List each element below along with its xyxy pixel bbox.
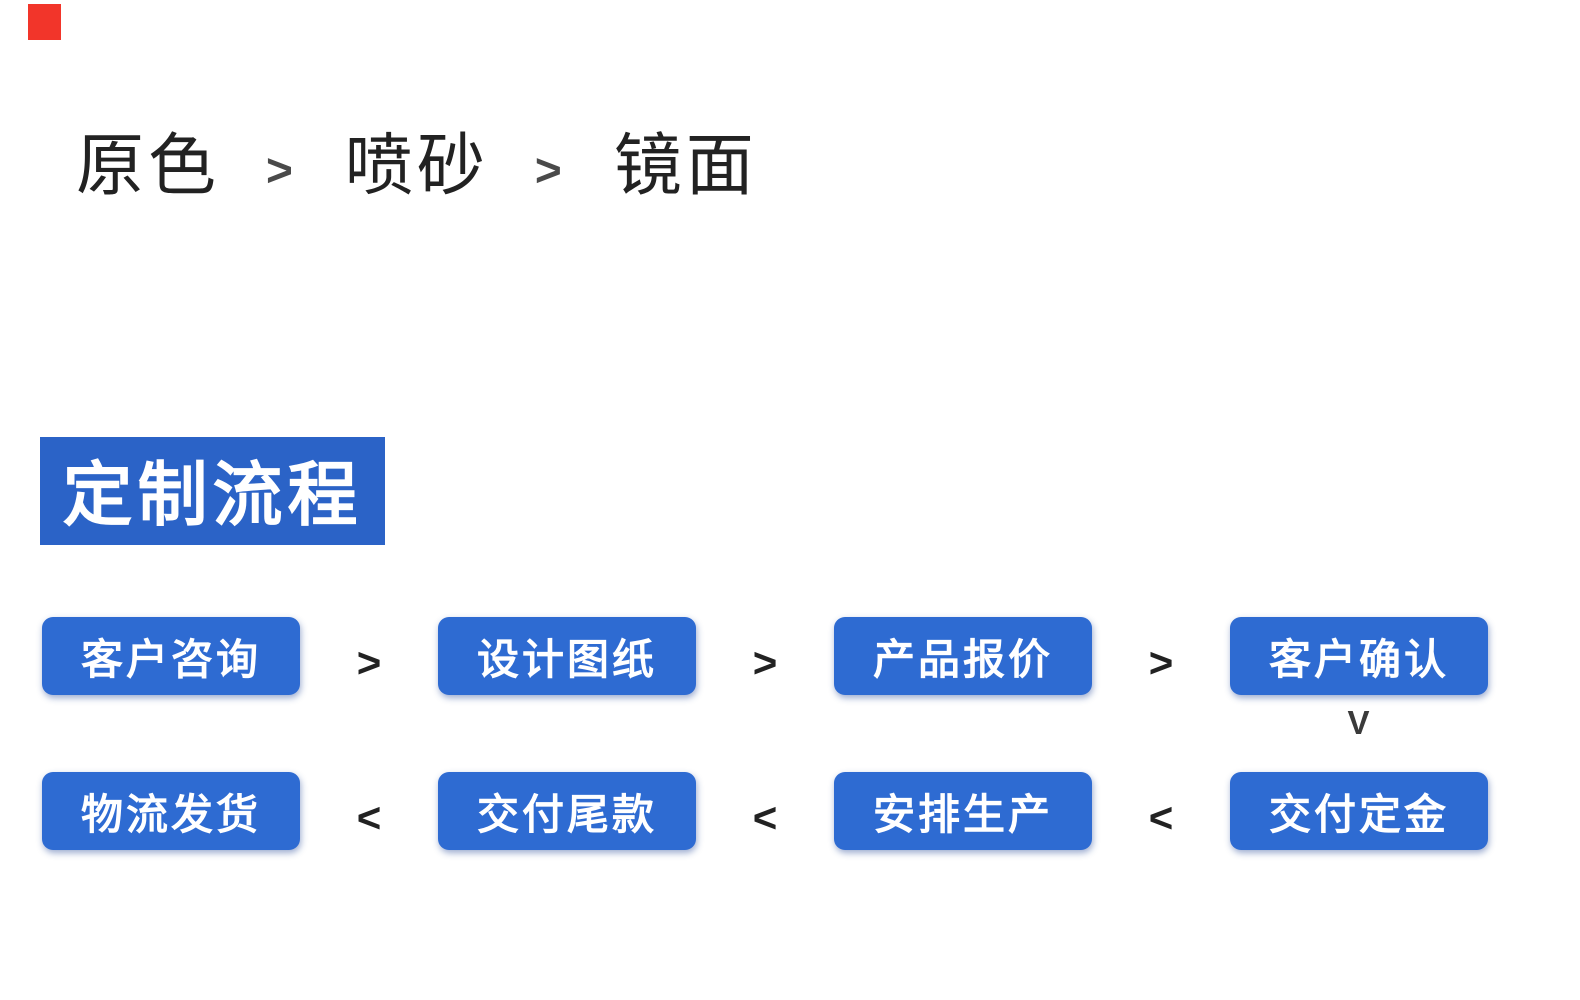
red-marker xyxy=(28,4,61,40)
arrow-left-icon: < xyxy=(1148,794,1174,841)
step-label: 产品报价 xyxy=(872,635,1053,683)
step-product-quote: 产品报价 xyxy=(834,617,1092,695)
flow-row-2: 物流发货 < 交付尾款 < 安排生产 < 交付定金 xyxy=(42,772,1488,850)
arrow-right-icon: > xyxy=(752,639,778,686)
section-banner-custom-process: 定制流程 xyxy=(40,437,385,545)
step-label: 客户咨询 xyxy=(80,635,261,683)
arrow-down-icon: V xyxy=(1347,704,1371,741)
section-title: 定制流程 xyxy=(62,455,363,534)
arrow-left-icon: < xyxy=(356,794,382,841)
finish-option-sandblast: 喷砂 xyxy=(344,128,489,204)
step-label: 交付尾款 xyxy=(476,790,657,838)
step-label: 安排生产 xyxy=(872,790,1053,838)
step-design-drawing: 设计图纸 xyxy=(438,617,696,695)
finish-options-bar: 原色 > 喷砂 > 镜面 xyxy=(76,126,758,208)
step-logistics-ship: 物流发货 xyxy=(42,772,300,850)
arrow-right-icon: > xyxy=(534,143,562,196)
finish-option-mirror: 镜面 xyxy=(613,128,758,204)
arrow-right-icon: > xyxy=(356,639,382,686)
step-label: 物流发货 xyxy=(80,790,261,838)
step-customer-inquiry: 客户咨询 xyxy=(42,617,300,695)
step-pay-balance: 交付尾款 xyxy=(438,772,696,850)
finish-option-original: 原色 xyxy=(76,128,221,204)
arrow-right-icon: > xyxy=(1148,639,1174,686)
step-label: 客户确认 xyxy=(1268,635,1449,683)
step-label: 设计图纸 xyxy=(476,635,657,683)
step-arrange-production: 安排生产 xyxy=(834,772,1092,850)
step-pay-deposit: 交付定金 xyxy=(1230,772,1488,850)
arrow-right-icon: > xyxy=(266,143,293,196)
step-label: 交付定金 xyxy=(1268,790,1449,838)
step-customer-confirm: 客户确认 xyxy=(1230,617,1488,695)
arrow-left-icon: < xyxy=(752,794,778,841)
flow-row-1: 客户咨询 > 设计图纸 > 产品报价 > 客户确认 xyxy=(42,617,1488,695)
